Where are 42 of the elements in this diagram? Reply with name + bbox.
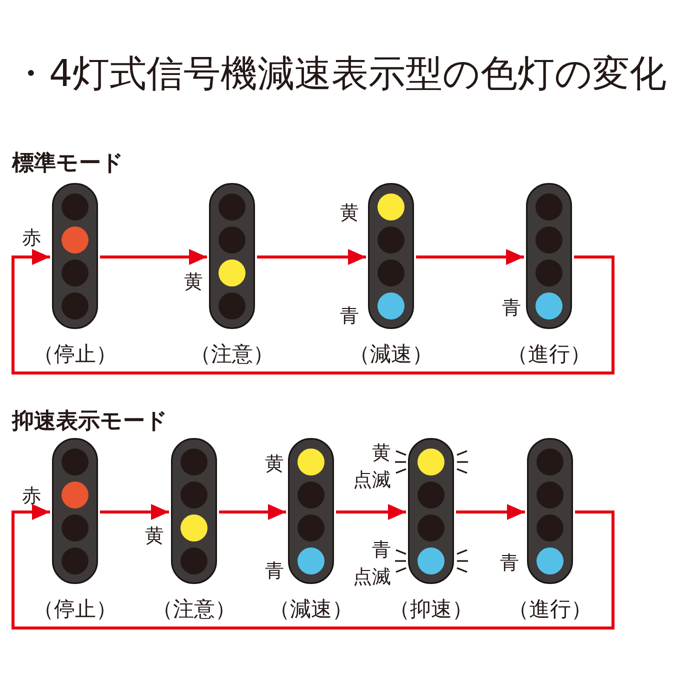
signal-caption: （進行） <box>508 597 592 622</box>
arrow <box>456 504 525 520</box>
traffic-signal <box>52 438 98 584</box>
lamp-label: 青 <box>265 560 284 583</box>
arrow <box>12 504 614 630</box>
lamp-label: 青 <box>340 305 359 328</box>
signal-caption: （停止） <box>33 342 117 368</box>
arrow <box>12 249 614 374</box>
arrow <box>416 249 524 265</box>
traffic-signal <box>527 438 573 584</box>
section-heading: 標準モード <box>12 151 124 178</box>
traffic-signal <box>52 183 98 329</box>
section-heading: 抑速表示モード <box>12 409 168 436</box>
traffic-signal <box>408 438 454 584</box>
signal-caption: （抑速） <box>389 597 473 622</box>
lamp-label: 赤 <box>22 227 41 250</box>
signal-caption: （停止） <box>33 597 117 622</box>
signal-caption: （減速） <box>349 342 433 368</box>
lamp-label: 青点滅 <box>353 538 391 590</box>
lamp-label: 黄点滅 <box>353 441 391 493</box>
lamp-label: 黄 <box>145 525 164 548</box>
arrow <box>100 249 207 265</box>
signal-caption: （進行） <box>507 342 591 368</box>
lamp-label: 青 <box>502 297 521 320</box>
lamp-label: 赤 <box>22 485 41 508</box>
diagram-title: ・4灯式信号機減速表示型の色灯の変化 <box>12 52 667 96</box>
traffic-signal <box>526 183 572 329</box>
arrow <box>257 249 366 265</box>
traffic-signal <box>288 438 334 584</box>
signal-caption: （減速） <box>269 597 353 622</box>
arrow <box>219 504 286 520</box>
traffic-signal <box>368 183 414 329</box>
lamp-label: 黄 <box>340 202 359 225</box>
signal-caption: （注意） <box>190 342 274 368</box>
traffic-signal <box>209 183 255 329</box>
lamp-label: 黄 <box>265 453 284 476</box>
lamp-label: 青 <box>500 552 519 575</box>
traffic-signal <box>171 438 217 584</box>
arrow <box>336 504 406 520</box>
signal-caption: （注意） <box>152 597 236 622</box>
arrow <box>100 504 169 520</box>
lamp-label: 黄 <box>184 271 203 294</box>
